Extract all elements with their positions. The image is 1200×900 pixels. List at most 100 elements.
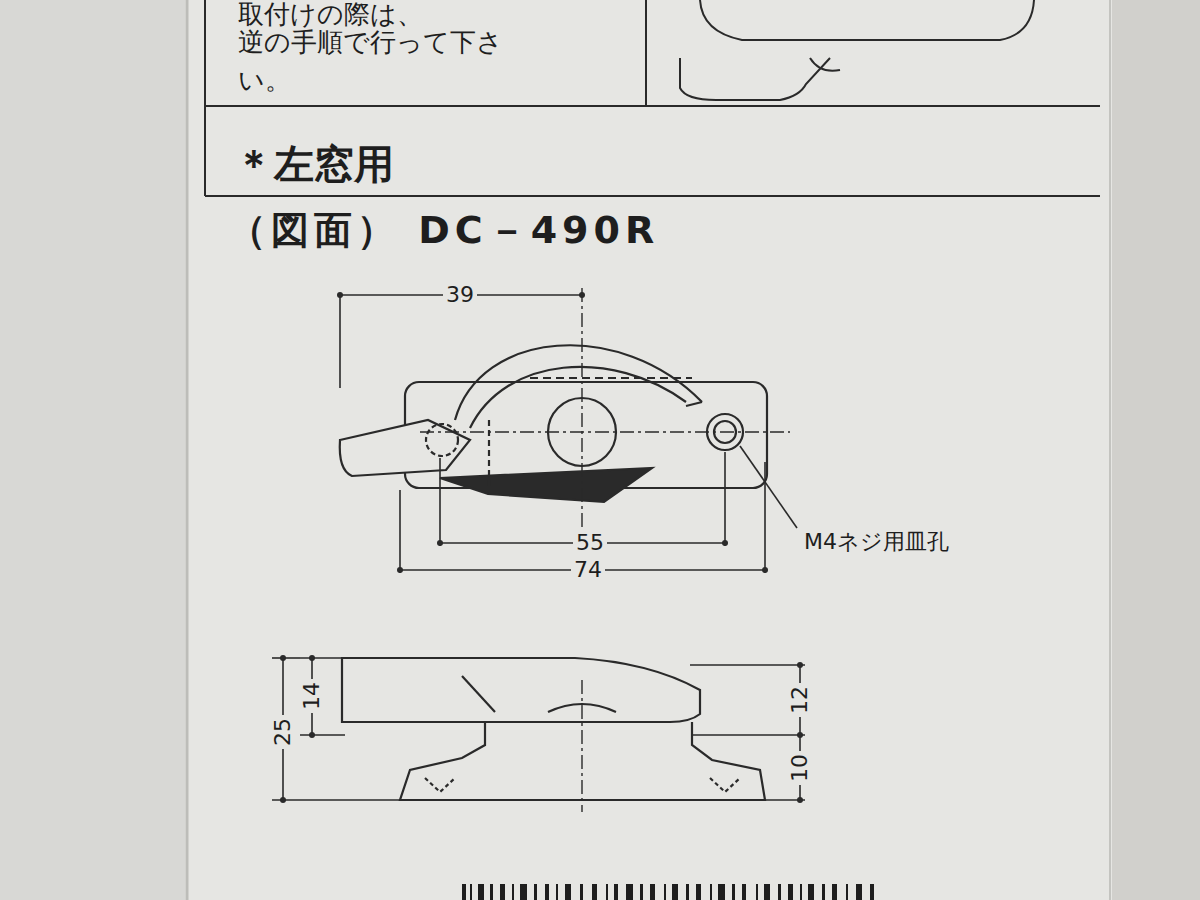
drawing-stroke (1109, 0, 1111, 900)
drawing-stroke (462, 676, 495, 712)
dimension-dots (280, 292, 803, 803)
drawing-stroke (614, 884, 618, 900)
drawing-stroke (205, 105, 1100, 107)
drawing-stroke (700, 0, 1034, 40)
drawing-stroke (645, 0, 647, 106)
drawing-stroke (710, 778, 740, 792)
drawing-stroke (592, 884, 597, 900)
drawing-stroke (488, 420, 490, 490)
drawing-stroke (342, 658, 700, 722)
drawing-stroke (204, 0, 206, 196)
drawing-stroke (797, 662, 803, 668)
drawing-stroke (722, 540, 728, 546)
dimension-value: 55 (573, 531, 607, 555)
drawing-stroke (692, 734, 805, 736)
drawing-stroke (686, 884, 689, 900)
instruction-text: 取付けの際は、 (238, 0, 423, 29)
drawing-stroke (740, 446, 797, 528)
drawing-stroke (724, 452, 726, 546)
drawing-stroke (870, 884, 874, 900)
drawing-stroke (718, 884, 725, 900)
drawing-stroke (764, 884, 770, 900)
drawing-stroke (300, 734, 345, 736)
drawing-stroke (548, 704, 616, 712)
drawing-stroke (272, 799, 400, 801)
drawing-stroke (309, 732, 315, 738)
drawing-stroke (455, 345, 702, 420)
drawing-stroke (530, 377, 692, 379)
usage-note: ＊左窓用 (234, 142, 394, 186)
drawing-stroke (426, 424, 458, 456)
drawing-stroke (534, 884, 537, 900)
instruction-text: い。 (238, 66, 291, 95)
drawing-stroke (788, 884, 793, 900)
drawing-stroke (470, 884, 472, 900)
drawing-stroke (778, 884, 781, 900)
drawing-stroke (581, 288, 582, 540)
drawing-stroke (696, 884, 701, 900)
drawing-stroke (810, 58, 840, 71)
drawing-stroke (337, 292, 343, 298)
drawing-stroke (710, 884, 712, 900)
drawing-stroke (856, 884, 862, 900)
drawing-title: （図面） DC－490R (228, 210, 659, 252)
dimension-value: 25 (271, 715, 295, 749)
drawing-stroke (680, 58, 830, 100)
drawing-stroke (797, 797, 803, 803)
drawing-stroke (500, 884, 505, 900)
drawing-stroke (490, 884, 493, 900)
top-view (340, 345, 767, 502)
drawing-stroke (650, 884, 655, 900)
drawing-stroke (742, 884, 746, 900)
drawing-stroke (397, 567, 403, 573)
drawing-stroke (186, 0, 189, 900)
drawing-stroke (846, 884, 848, 900)
drawing-stroke (205, 195, 1100, 197)
center-lines (420, 288, 790, 812)
drawing-stroke (664, 884, 666, 900)
drawing-stroke (672, 884, 678, 900)
drawing-stroke (339, 295, 341, 388)
drawing-stroke (520, 884, 527, 900)
dimension-value: 12 (788, 683, 812, 717)
side-view (342, 658, 765, 800)
drawing-stroke (399, 490, 401, 573)
drawing-stroke (580, 884, 583, 900)
drawing-stroke (437, 540, 443, 546)
drawing-stroke (309, 655, 315, 661)
drawing-stroke (185, 0, 1112, 900)
drawing-stroke (797, 732, 803, 738)
dimension-value: 74 (571, 558, 605, 582)
drawing-stroke (420, 431, 790, 432)
dimension-value: 14 (300, 679, 324, 713)
dimension-value: 39 (443, 283, 477, 307)
drawing-stroke (732, 884, 735, 900)
hole-callout: M4ネジ用皿孔 (804, 530, 949, 554)
drawing-stroke (400, 722, 765, 800)
drawing-stroke (462, 884, 466, 900)
drawing-stroke (686, 402, 702, 406)
drawing-stroke (478, 884, 484, 900)
dimension-value: 10 (788, 751, 812, 785)
drawing-stroke (606, 884, 608, 900)
drawing-stroke (440, 468, 652, 502)
drawing-stroke (579, 292, 585, 298)
drawing-stroke (280, 797, 286, 803)
drawing-stroke (626, 884, 633, 900)
drawing-stroke (545, 884, 549, 900)
drawing-stroke (581, 680, 582, 812)
instruction-text: 逆の手順で行って下さ (238, 28, 503, 57)
drawing-stroke (640, 884, 643, 900)
drawing-stroke (690, 664, 805, 666)
drawing-stroke (800, 884, 802, 900)
barcode (462, 884, 874, 900)
drawing-stroke (764, 462, 766, 573)
dimension-lines (272, 295, 805, 800)
drawing-stroke (512, 884, 514, 900)
drawing-stroke (808, 884, 814, 900)
drawing-stroke (439, 458, 441, 546)
